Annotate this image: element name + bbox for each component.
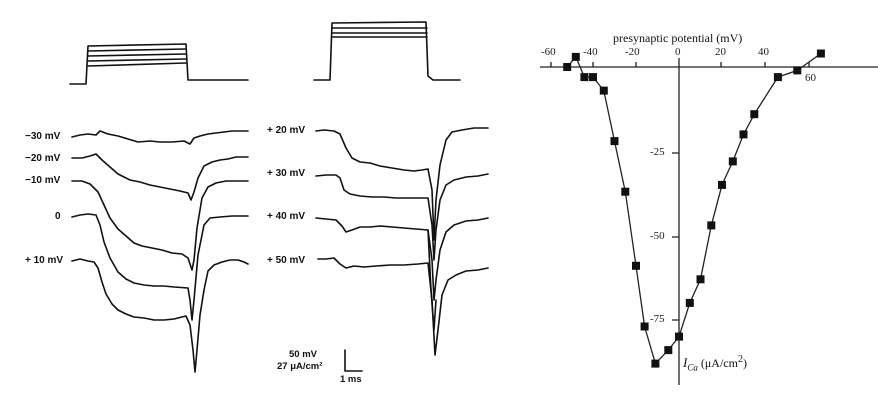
iv-xtick--20: -20 bbox=[625, 46, 640, 58]
iv-data-point bbox=[793, 66, 802, 75]
iv-data-point bbox=[580, 73, 589, 82]
trace-+30mV bbox=[315, 173, 489, 261]
spike-tails bbox=[427, 229, 437, 331]
scale-time-label: 1 ms bbox=[340, 374, 362, 385]
trace-label--30mV: −30 mV bbox=[25, 131, 61, 142]
middle-current-traces bbox=[315, 127, 489, 356]
iv-xtick-40: 40 bbox=[758, 46, 769, 58]
iv-data-point bbox=[632, 261, 640, 270]
trace-+20mV bbox=[315, 127, 489, 241]
iv-axes bbox=[540, 58, 878, 385]
iv-ytick--75: -75 bbox=[650, 313, 665, 325]
iv-data-point bbox=[728, 157, 737, 166]
iv-x-axis-title: presynaptic potential (mV) bbox=[613, 31, 743, 45]
scale-bar bbox=[344, 349, 363, 372]
trace--20mV bbox=[71, 153, 249, 201]
iv-y-axis-title: ICa (μA/cm2) bbox=[683, 354, 747, 373]
iv-data-point bbox=[589, 73, 597, 82]
iv-xtick-60: 60 bbox=[805, 72, 816, 84]
iv-data-point bbox=[640, 322, 649, 331]
iv-data-point bbox=[773, 73, 782, 82]
trace--30mV bbox=[71, 130, 249, 145]
iv-data-point bbox=[610, 137, 619, 146]
iv-data-point bbox=[739, 130, 748, 139]
trace--10mV bbox=[71, 180, 249, 271]
iv-xtick--60: -60 bbox=[541, 46, 556, 58]
iv-data-point bbox=[599, 86, 608, 95]
trace-label--10mV: −10 mV bbox=[25, 175, 61, 186]
trace-+10mV bbox=[71, 258, 249, 373]
iv-xtick--40: -40 bbox=[583, 46, 598, 58]
iv-data-point bbox=[675, 332, 683, 341]
iv-data-point bbox=[621, 187, 630, 196]
iv-data-point bbox=[685, 298, 694, 307]
trace-0mV bbox=[71, 213, 249, 321]
iv-data-point bbox=[696, 275, 705, 284]
trace-label-+30mV: + 30 mV bbox=[267, 168, 306, 179]
iv-data-point bbox=[651, 359, 660, 368]
iv-data-point bbox=[750, 110, 759, 119]
middle-voltage-steps bbox=[313, 21, 461, 81]
scale-current-label: 27 μA/cm² bbox=[277, 361, 323, 372]
iv-ytick--50: -50 bbox=[650, 230, 665, 242]
iv-xtick-20: 20 bbox=[715, 46, 726, 58]
left-voltage-steps bbox=[69, 43, 249, 85]
scale-voltage-label: 50 mV bbox=[289, 349, 317, 360]
iv-data-point bbox=[707, 221, 716, 230]
trace-label-+50mV: + 50 mV bbox=[267, 255, 306, 266]
iv-y-axis-unit: (μA/cm2) bbox=[700, 354, 747, 370]
trace-+50mV bbox=[317, 257, 489, 356]
iv-ytick--25: -25 bbox=[650, 146, 665, 158]
iv-data-point bbox=[664, 346, 673, 355]
iv-data-point bbox=[718, 180, 726, 189]
iv-data-point bbox=[816, 49, 825, 58]
iv-data-point bbox=[571, 52, 580, 61]
trace-label-+10mV: + 10 mV bbox=[25, 255, 64, 266]
trace-label-+40mV: + 40 mV bbox=[267, 211, 306, 222]
iv-xtick-0: 0 bbox=[675, 46, 681, 58]
left-current-traces bbox=[71, 130, 249, 373]
iv-curve bbox=[563, 49, 825, 368]
iv-data-point bbox=[563, 63, 572, 71]
trace-label-0mV: 0 bbox=[55, 211, 61, 222]
trace-+40mV bbox=[315, 217, 489, 301]
trace-label-+20mV: + 20 mV bbox=[267, 125, 306, 136]
trace-label--20mV: −20 mV bbox=[25, 153, 61, 164]
